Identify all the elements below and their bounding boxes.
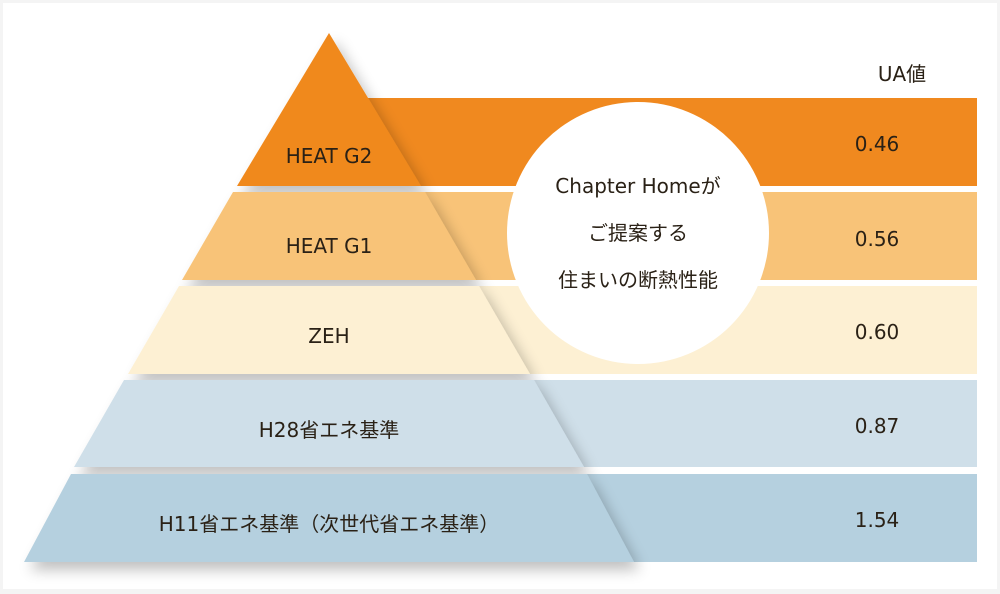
tier-zeh xyxy=(128,286,530,374)
value-zeh: 0.60 xyxy=(854,320,900,344)
tier-h11 xyxy=(24,474,634,562)
tier-label-h28: H28省エネ基準 xyxy=(258,418,400,442)
tier-h28 xyxy=(74,380,584,467)
tier-heat-g1 xyxy=(182,192,476,280)
circle-line-2: ご提案する xyxy=(588,220,688,245)
value-h11: 1.54 xyxy=(854,508,900,532)
value-heat-g1: 0.56 xyxy=(854,227,900,251)
ua-value-header: UA値 xyxy=(877,62,927,86)
value-heat-g2: 0.46 xyxy=(854,132,900,156)
circle-line-3: 住まいの断熱性能 xyxy=(558,267,718,292)
tier-label-h11: H11省エネ基準（次世代省エネ基準） xyxy=(158,512,500,536)
tier-heat-g2 xyxy=(237,33,421,186)
value-h28: 0.87 xyxy=(854,414,900,438)
tier-label-heat-g1: HEAT G1 xyxy=(285,234,373,258)
tier-label-heat-g2: HEAT G2 xyxy=(285,144,373,168)
circle-line-1: Chapter Homeが xyxy=(555,173,721,198)
tier-label-zeh: ZEH xyxy=(308,324,350,348)
concept-circle: Chapter Homeが ご提案する 住まいの断熱性能 xyxy=(507,102,769,364)
